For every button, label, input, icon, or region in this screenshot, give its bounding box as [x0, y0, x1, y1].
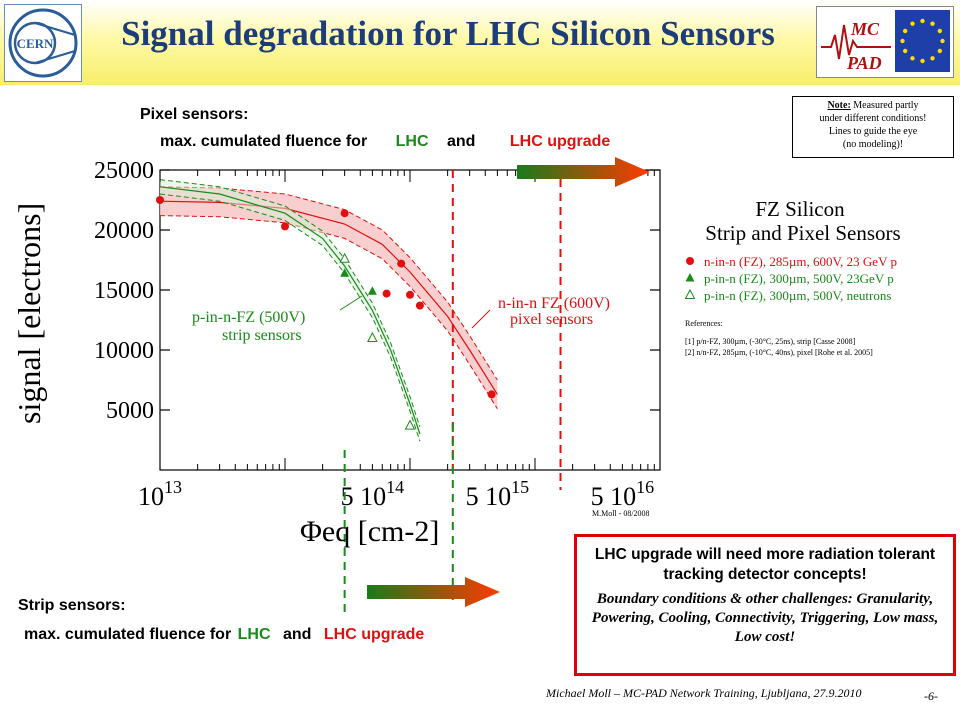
y-tick-label-1: 10000 — [94, 338, 154, 364]
legend-title-2: Strip and Pixel Sensors — [705, 221, 900, 245]
data-point-0-1 — [281, 222, 289, 231]
legend-marker-0 — [686, 257, 694, 265]
eu-star-3 — [920, 58, 925, 64]
legend-marker-1 — [685, 273, 695, 282]
eu-star-10 — [930, 21, 935, 26]
y-tick-label-0: 5000 — [106, 398, 154, 424]
strip-heading: Strip sensors: — [18, 597, 126, 614]
data-point-0-6 — [415, 301, 424, 310]
x-tick-label-0: 1013 — [138, 477, 182, 511]
pixel-lhc-label: LHC — [395, 133, 429, 150]
pixel-upgrade-label: LHC upgrade — [509, 133, 611, 150]
eu-star-0 — [940, 38, 945, 44]
red-curve-label-2: pixel sensors — [510, 311, 593, 328]
legend-title-1: FZ Silicon — [755, 197, 845, 221]
pixel-fluence-line: max. cumulated fluence for LHC and LHC u… — [160, 133, 610, 151]
y-axis-label: signal [electrons] — [11, 203, 47, 424]
page-number: -6- — [924, 689, 938, 703]
red-curve-label-1: n-in-n FZ (600V) — [498, 295, 610, 312]
eu-star-9 — [920, 18, 925, 24]
fluence-limit-lines — [343, 165, 562, 612]
red-curve-label-pointer — [471, 309, 491, 329]
legend-label-0: n-in-n (FZ), 285µm, 600V, 23 GeV p — [704, 254, 897, 269]
x-tick-label-1: 5 1014 — [341, 477, 405, 511]
conclusion-challenges: Boundary conditions & other challenges: … — [591, 591, 939, 645]
chart-credit: M.Moll - 08/2008 — [592, 509, 650, 518]
data-point-0-4 — [397, 259, 406, 268]
data-point-0-0 — [156, 196, 164, 204]
data-markers — [156, 196, 496, 430]
band-center-1 — [159, 186, 421, 435]
eu-star-2 — [930, 56, 935, 61]
green-curve-label-pointer — [339, 295, 363, 311]
band-fill-0 — [160, 186, 498, 409]
data-point-0-2 — [340, 209, 349, 218]
eu-star-8 — [910, 21, 915, 26]
cern-logo-text: CERN — [17, 36, 54, 51]
reference-1: [1] p/n-FZ, 300µm, (-30°C, 25ns), strip … — [685, 337, 856, 346]
note-box: Note: Measured partly under different co… — [792, 96, 954, 158]
band-lower-0 — [159, 215, 498, 410]
legend-marker-2 — [684, 288, 696, 299]
eu-star-11 — [937, 28, 943, 34]
references-title: References: — [685, 319, 723, 328]
strip-upgrade-arrow — [367, 577, 500, 607]
conclusion-main: LHC upgrade will need more radiation tol… — [594, 546, 936, 583]
band-upper-0 — [159, 186, 498, 381]
mcpad-logo: MC PAD — [816, 6, 954, 78]
data-point-2-1 — [367, 331, 378, 342]
data-point-0-5 — [406, 290, 414, 299]
pixel-heading: Pixel sensors: — [140, 106, 249, 123]
y-tick-label-3: 20000 — [94, 218, 154, 244]
eu-star-1 — [937, 48, 943, 54]
x-tick-label-2: 5 1015 — [466, 477, 529, 511]
data-point-1-0 — [340, 268, 350, 277]
legend-label-2: p-in-n (FZ), 300µm, 500V, neutrons — [704, 288, 891, 303]
mcpad-logo-line1: MC — [850, 19, 880, 39]
strip-line-prefix: max. cumulated fluence for — [24, 626, 232, 643]
green-curve-label-1: p-in-n-FZ (500V) — [192, 309, 305, 326]
legend-label-1: p-in-n (FZ), 300µm, 500V, 23GeV p — [704, 271, 894, 286]
x-axis-label: Φeq [cm-2] — [300, 515, 439, 548]
strip-and-label: and — [282, 626, 312, 643]
eu-star-6 — [900, 38, 905, 44]
footer-author: Michael Moll – MC-PAD Network Training, … — [546, 686, 862, 700]
pixel-and-label: and — [446, 133, 476, 150]
reference-2: [2] n/n-FZ, 285µm, (-10°C, 40ns), pixel … — [685, 348, 873, 357]
strip-lhc-label: LHC — [237, 626, 271, 643]
title-banner — [0, 0, 960, 85]
page-title: Signal degradation for LHC Silicon Senso… — [121, 14, 775, 53]
pixel-line-prefix: max. cumulated fluence for — [160, 133, 368, 150]
pixel-upgrade-arrow — [517, 157, 650, 187]
conclusion-box: LHC upgrade will need more radiation tol… — [574, 534, 956, 676]
note-line4: (no modeling)! — [842, 139, 904, 150]
strip-upgrade-label: LHC upgrade — [323, 626, 425, 643]
note-label: Note: — [827, 100, 851, 111]
y-tick-label-2: 15000 — [94, 278, 154, 304]
data-point-0-3 — [382, 289, 391, 298]
note-line3: Lines to guide the eye — [828, 126, 918, 137]
data-point-2-0 — [339, 252, 350, 263]
green-curve-label-2: strip sensors — [222, 327, 302, 344]
data-point-0-7 — [487, 390, 496, 399]
x-tick-label-3: 5 1016 — [591, 477, 655, 511]
eu-star-5 — [902, 48, 908, 54]
cern-logo-graphic: CERN — [8, 8, 78, 78]
cern-logo: CERN — [4, 4, 82, 82]
mcpad-logo-graphic: MC PAD — [821, 10, 950, 73]
eu-stars — [900, 18, 945, 64]
axis-ticks: 5000 10000 15000 20000 25000 1013 5 1014 5 1015… — [94, 158, 661, 511]
eu-star-7 — [902, 28, 908, 34]
strip-fluence-line: max. cumulated fluence for LHC and LHC u… — [24, 626, 424, 644]
data-point-2-2 — [404, 419, 416, 430]
note-line1: Measured partly — [853, 100, 919, 111]
data-point-1-1 — [367, 286, 377, 295]
note-line2: under different conditions! — [819, 113, 927, 124]
mcpad-logo-line2: PAD — [846, 53, 882, 73]
chart-legend: n-in-n (FZ), 285µm, 600V, 23 GeV p p-in-n… — [684, 254, 897, 303]
eu-star-4 — [910, 56, 915, 61]
y-tick-label-4: 25000 — [94, 158, 154, 184]
